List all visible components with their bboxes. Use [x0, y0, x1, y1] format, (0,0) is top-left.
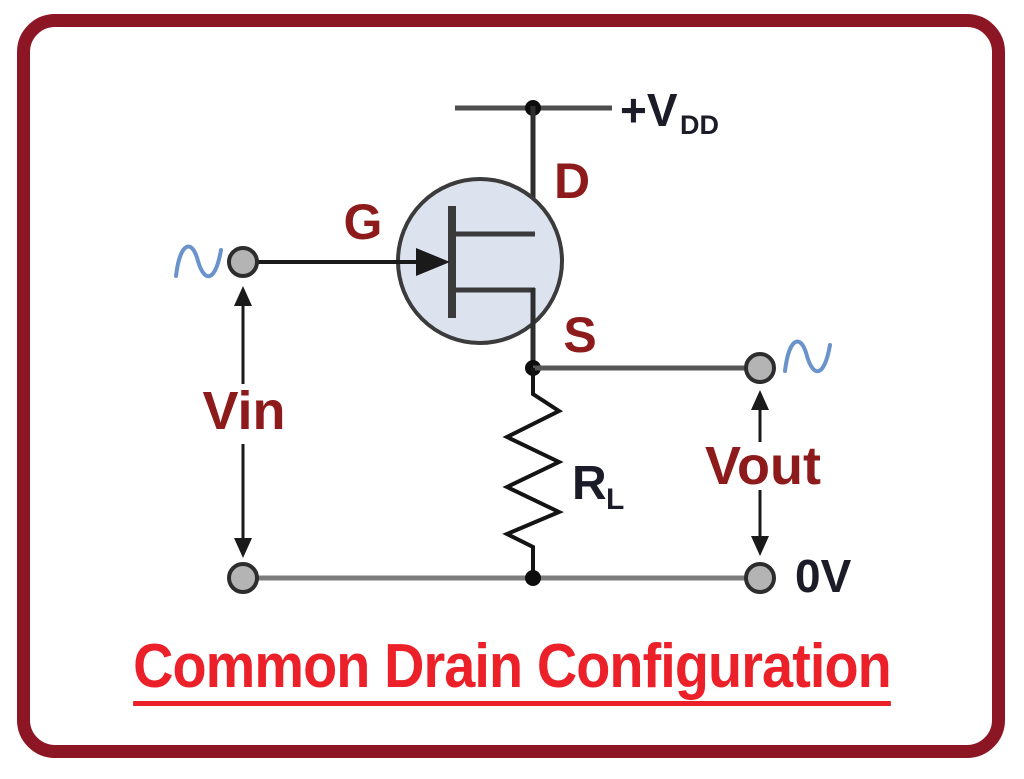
vin-label: Vin: [202, 381, 285, 441]
vout-arrow-down-icon: [751, 536, 769, 556]
load-resistor: [502, 368, 564, 578]
vin-arrow-up-icon: [234, 286, 252, 306]
ground-voltage-label: 0V: [795, 550, 852, 602]
diagram-title: Common Drain Configuration: [133, 636, 892, 706]
drain-label: D: [554, 153, 590, 209]
gate-label: G: [344, 194, 383, 250]
input-terminal: [227, 246, 259, 278]
vout-arrow-up-icon: [751, 390, 769, 410]
input-ground-terminal: [227, 562, 259, 594]
input-sine-wave-icon: [174, 244, 223, 279]
vdd-subscript-label: DD: [680, 110, 719, 140]
output-ground-terminal: [744, 562, 776, 594]
gate-arrowhead-icon: [416, 248, 450, 276]
load-resistor-label: R: [572, 457, 607, 510]
vout-label: Vout: [705, 436, 821, 496]
output-sine-wave-icon: [783, 339, 832, 374]
output-terminal: [744, 352, 776, 384]
load-resistor-subscript-label: L: [606, 483, 624, 516]
diagram-title-container: Common Drain Configuration: [0, 636, 1024, 706]
source-label: S: [563, 307, 596, 363]
vdd-label: +V: [620, 84, 678, 136]
diagram-border-frame: [17, 14, 1005, 758]
ground-junction-dot: [525, 570, 541, 586]
vin-arrow-down-icon: [234, 538, 252, 558]
